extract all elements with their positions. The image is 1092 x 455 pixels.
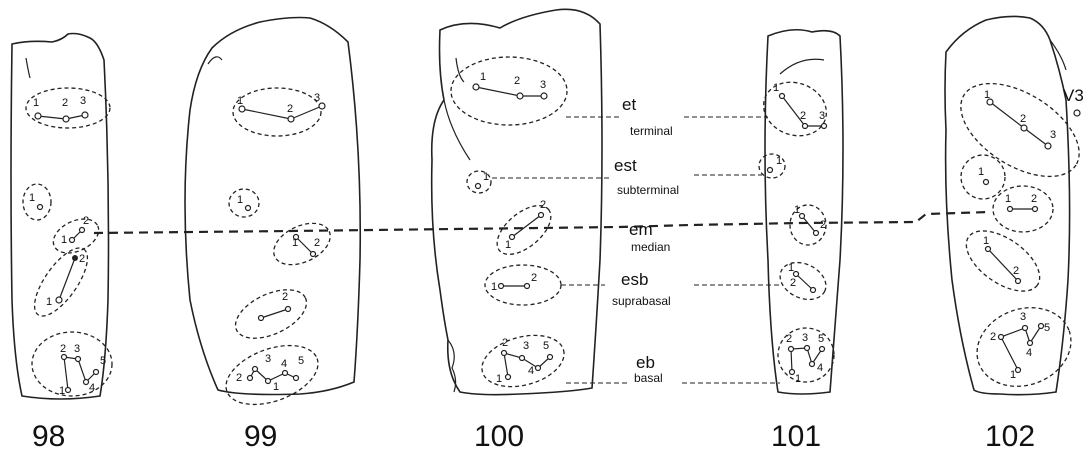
svg-text:1: 1 <box>496 373 502 385</box>
svg-text:1: 1 <box>1010 369 1016 381</box>
svg-text:1: 1 <box>491 281 497 293</box>
svg-text:2: 2 <box>820 219 826 231</box>
svg-text:2: 2 <box>800 110 806 122</box>
svg-text:1: 1 <box>795 373 801 385</box>
svg-text:3: 3 <box>80 95 86 107</box>
specimen-102-outline <box>945 16 1070 394</box>
zone-et-label: et <box>622 95 636 114</box>
svg-text:1: 1 <box>46 296 52 308</box>
specimen-100: 1 2 3 1 1 2 1 2 1 2 3 4 5 <box>432 9 602 395</box>
svg-text:1: 1 <box>1005 193 1011 205</box>
svg-text:1: 1 <box>273 381 279 393</box>
svg-text:5: 5 <box>818 333 824 345</box>
svg-text:1: 1 <box>237 95 243 107</box>
svg-text:1: 1 <box>29 192 35 204</box>
svg-text:2: 2 <box>502 337 508 349</box>
zone-esb-label: esb <box>621 270 648 289</box>
svg-text:2: 2 <box>531 272 537 284</box>
svg-text:4: 4 <box>528 365 534 377</box>
zone-labels: et terminal est subterminal em median es… <box>612 95 679 385</box>
svg-text:3: 3 <box>802 332 808 344</box>
zone-terminal-label: terminal <box>630 124 673 138</box>
svg-text:2: 2 <box>236 372 242 384</box>
svg-text:1: 1 <box>788 262 794 274</box>
svg-text:5: 5 <box>100 355 106 367</box>
svg-text:3: 3 <box>314 92 320 104</box>
zone-suprabasal-label: suprabasal <box>612 294 671 308</box>
svg-text:2: 2 <box>790 277 796 289</box>
svg-text:1: 1 <box>984 89 990 101</box>
svg-text:2: 2 <box>83 215 89 227</box>
svg-text:2: 2 <box>287 103 293 115</box>
svg-text:1: 1 <box>59 385 65 397</box>
svg-text:4: 4 <box>817 362 823 374</box>
svg-text:4: 4 <box>281 358 287 370</box>
svg-text:3: 3 <box>74 343 80 355</box>
svg-text:4: 4 <box>1026 347 1032 359</box>
svg-text:2: 2 <box>1013 265 1019 277</box>
svg-text:2: 2 <box>786 333 792 345</box>
svg-text:3: 3 <box>1020 311 1026 323</box>
svg-text:2: 2 <box>514 75 520 87</box>
svg-text:1: 1 <box>61 234 67 246</box>
svg-text:2: 2 <box>540 199 546 211</box>
svg-text:1: 1 <box>33 97 39 109</box>
svg-text:1: 1 <box>483 171 489 183</box>
svg-text:3: 3 <box>265 353 271 365</box>
svg-text:1: 1 <box>480 71 486 83</box>
svg-text:2: 2 <box>79 253 85 265</box>
svg-text:4: 4 <box>89 382 95 394</box>
svg-text:2: 2 <box>282 291 288 303</box>
svg-text:3: 3 <box>523 340 529 352</box>
svg-text:5: 5 <box>298 355 304 367</box>
zone-eb-label: eb <box>636 353 655 372</box>
svg-text:3: 3 <box>540 79 546 91</box>
svg-text:2: 2 <box>60 343 66 355</box>
svg-text:1: 1 <box>505 239 511 251</box>
svg-text:2: 2 <box>990 331 996 343</box>
svg-text:1: 1 <box>978 166 984 178</box>
svg-text:1: 1 <box>773 82 779 94</box>
figure-number-98: 98 <box>32 420 65 453</box>
label-v3: V3 <box>1063 86 1084 105</box>
specimen-99-outline <box>185 18 360 395</box>
svg-text:2: 2 <box>314 237 320 249</box>
svg-text:5: 5 <box>1044 322 1050 334</box>
svg-text:1: 1 <box>983 235 989 247</box>
svg-text:1: 1 <box>794 204 800 216</box>
figure-number-99: 99 <box>244 420 277 453</box>
figure-number-100: 100 <box>474 420 524 453</box>
svg-text:1: 1 <box>292 237 298 249</box>
figure-numbers: 98 99 100 101 102 <box>32 420 1035 453</box>
svg-text:2: 2 <box>1031 193 1037 205</box>
zone-est-label: est <box>614 156 637 175</box>
svg-text:1: 1 <box>237 194 243 206</box>
specimen-102: 1 2 3 1 1 2 1 2 1 2 3 4 5 V3 <box>945 16 1092 399</box>
zone-subterminal-label: subterminal <box>617 183 679 197</box>
figure-number-102: 102 <box>985 420 1035 453</box>
svg-text:2: 2 <box>62 97 68 109</box>
zone-median-label: median <box>631 240 670 254</box>
svg-text:3: 3 <box>819 110 825 122</box>
zone-em-label: em <box>629 220 653 239</box>
figure-number-101: 101 <box>771 420 821 453</box>
svg-text:3: 3 <box>1050 129 1056 141</box>
svg-text:1: 1 <box>776 155 782 167</box>
svg-text:5: 5 <box>543 340 549 352</box>
svg-text:2: 2 <box>1020 113 1026 125</box>
zone-basal-label: basal <box>634 371 663 385</box>
